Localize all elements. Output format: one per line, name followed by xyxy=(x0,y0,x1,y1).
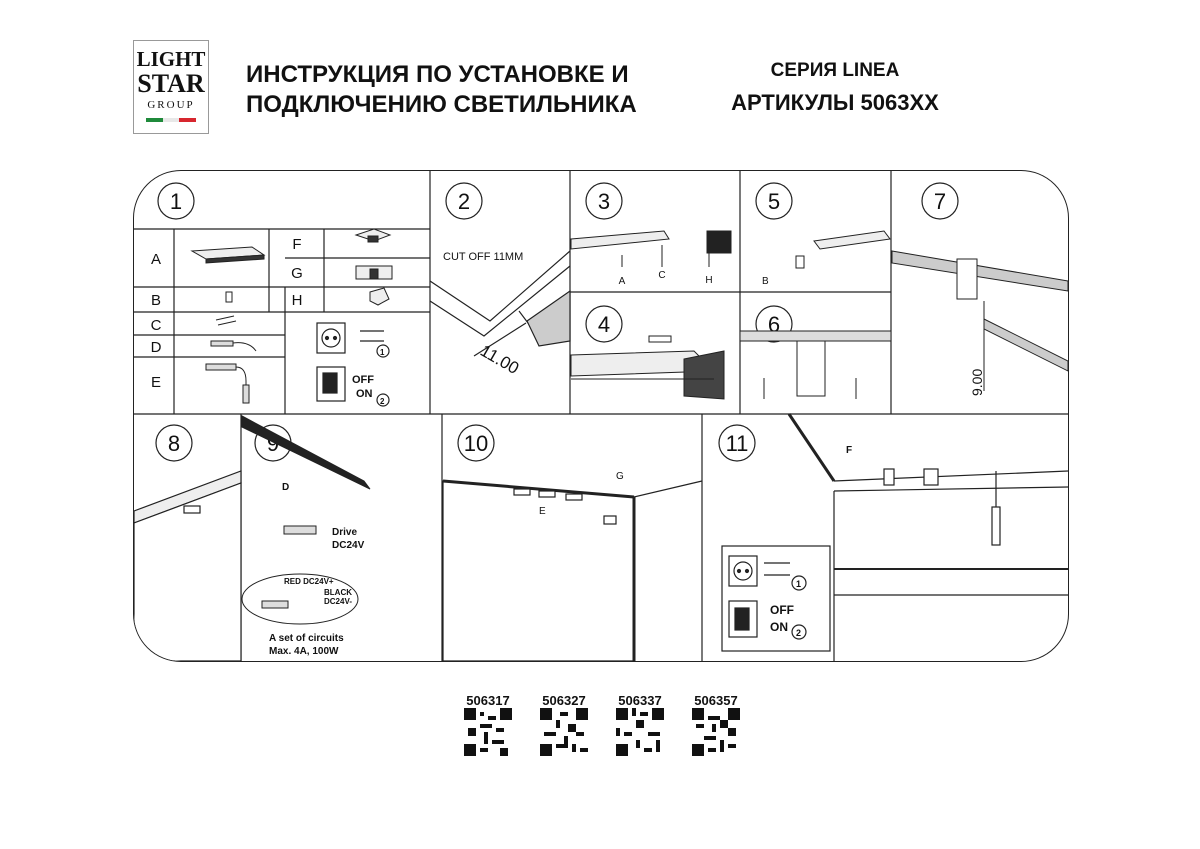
section-4-drawing xyxy=(570,335,725,400)
logo-text-group: GROUP xyxy=(147,99,195,111)
section-5-drawing xyxy=(795,230,891,269)
power-on-label-11: ON xyxy=(770,620,788,634)
italian-flag-stripe xyxy=(146,118,197,122)
qr-code-row: 506317 506327 506337 506357 xyxy=(458,693,746,756)
power-step-circle-1a: 1 xyxy=(380,348,385,357)
drive-label: Drive xyxy=(332,527,357,538)
instruction-panel: 1 2 3 5 4 6 7 8 9 10 11 A B C D E F G H xyxy=(133,170,1069,662)
title-line-2: ПОДКЛЮЧЕНИЮ СВЕТИЛЬНИКА xyxy=(246,91,637,118)
step-7-number: 7 xyxy=(934,189,946,214)
qr-code-label: 506337 xyxy=(618,693,662,708)
circuits-max: Max. 4A, 100W xyxy=(269,646,339,657)
part-letter-d: D xyxy=(151,339,162,356)
step-1-number: 1 xyxy=(170,189,182,214)
section-8-drawing xyxy=(134,470,242,661)
black-wire-voltage: DC24V- xyxy=(324,597,352,606)
qr-code-item: 506357 xyxy=(686,693,746,756)
step-5-part-b: B xyxy=(762,276,769,287)
qr-code-item: 506337 xyxy=(610,693,670,756)
drive-voltage: DC24V xyxy=(332,540,365,551)
part-drawings xyxy=(190,228,393,404)
step-3-part-a: A xyxy=(619,276,626,287)
section-11-drawing xyxy=(721,413,1068,661)
cut-off-label: CUT OFF 11MM xyxy=(443,251,523,263)
qr-code-item: 506327 xyxy=(534,693,594,756)
black-wire-label: BLACK xyxy=(324,588,352,597)
step-10-part-e: E xyxy=(539,506,546,517)
dimension-9: 9.00 xyxy=(969,369,985,396)
articles-label: АРТИКУЛЫ 5063XX xyxy=(731,90,939,115)
step-3-number: 3 xyxy=(598,189,610,214)
step-11-part-f: F xyxy=(846,445,852,456)
power-on-label-1: ON xyxy=(356,388,373,400)
series-label: СЕРИЯ LINEA xyxy=(770,60,900,81)
lightstar-logo: LIGHT STAR GROUP xyxy=(133,40,209,134)
step-3-part-c: C xyxy=(658,270,665,281)
power-off-label-1: OFF xyxy=(352,374,374,386)
power-socket-diagram xyxy=(316,322,390,407)
part-letter-a: A xyxy=(151,251,161,268)
qr-code-label: 506357 xyxy=(694,693,738,708)
document-title: ИНСТРУКЦИЯ ПО УСТАНОВКЕ И ПОДКЛЮЧЕНИЮ СВ… xyxy=(246,60,637,120)
part-letter-e: E xyxy=(151,374,161,391)
logo-text-star: STAR xyxy=(137,69,205,98)
step-10-part-g: G xyxy=(616,471,624,482)
step-2-number: 2 xyxy=(458,189,470,214)
part-letter-b: B xyxy=(151,292,161,309)
section-10-drawing xyxy=(442,479,703,661)
step-4-number: 4 xyxy=(598,312,610,337)
qr-code-image[interactable] xyxy=(692,708,740,756)
step-3-part-h: H xyxy=(705,275,712,286)
step-11-number: 11 xyxy=(726,431,749,456)
step-10-number: 10 xyxy=(464,431,488,456)
red-wire-label: RED DC24V+ xyxy=(284,577,334,586)
part-letter-h: H xyxy=(292,292,303,309)
section-6-drawing xyxy=(739,330,892,399)
qr-code-label: 506317 xyxy=(466,693,510,708)
section-9-drawing xyxy=(241,415,371,625)
section-2-drawing xyxy=(429,250,571,357)
power-step-circle-11a: 1 xyxy=(796,579,801,589)
step-8-number: 8 xyxy=(168,431,180,456)
qr-code-image[interactable] xyxy=(616,708,664,756)
title-line-1: ИНСТРУКЦИЯ ПО УСТАНОВКЕ И xyxy=(246,61,629,88)
dimension-11: 11.00 xyxy=(477,341,522,378)
power-step-circle-1b: 2 xyxy=(380,397,385,406)
power-step-circle-11b: 2 xyxy=(796,628,801,638)
part-letter-c: C xyxy=(151,317,162,334)
qr-code-label: 506327 xyxy=(542,693,586,708)
part-letter-f: F xyxy=(292,236,301,253)
logo-text-light: LIGHT xyxy=(136,47,206,71)
section-3-drawing xyxy=(570,230,732,267)
step-9-part-d: D xyxy=(282,482,289,493)
section-7-drawing xyxy=(891,250,1068,391)
instruction-diagram: 1 2 3 5 4 6 7 8 9 10 11 A B C D E F G H xyxy=(134,171,1068,661)
step-5-number: 5 xyxy=(768,189,780,214)
power-off-label-11: OFF xyxy=(770,603,794,617)
qr-code-item: 506317 xyxy=(458,693,518,756)
circuits-label: A set of circuits xyxy=(269,633,344,644)
part-letter-g: G xyxy=(291,265,303,282)
qr-code-image[interactable] xyxy=(540,708,588,756)
qr-code-image[interactable] xyxy=(464,708,512,756)
